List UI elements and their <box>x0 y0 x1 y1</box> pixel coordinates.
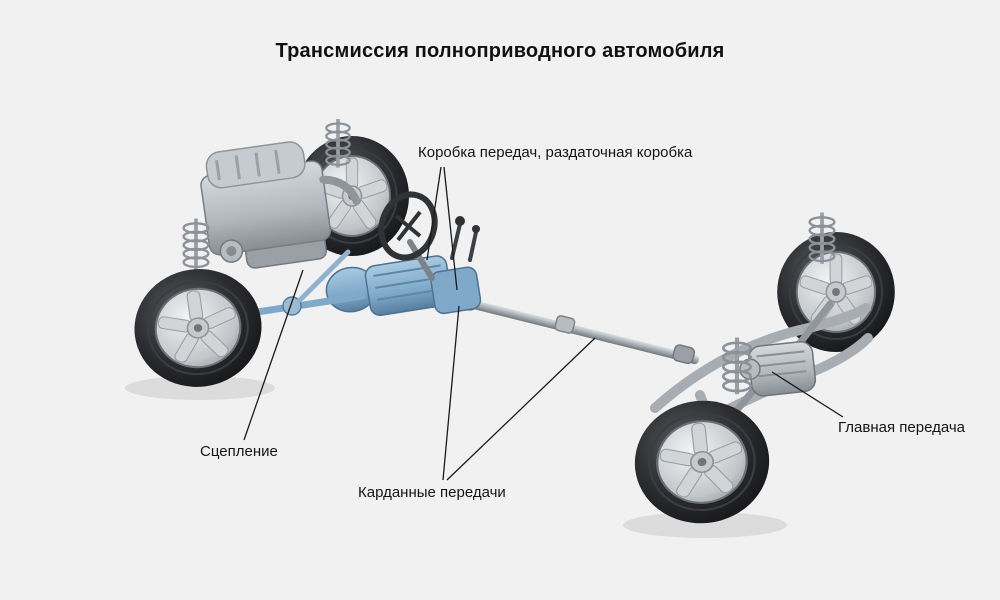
clutch-label: Сцепление <box>200 443 278 460</box>
leader-gearbox-right <box>443 166 458 291</box>
leader-final-drive <box>771 371 844 418</box>
leader-gearbox-left <box>426 166 442 261</box>
gearbox-label: Коробка передач, раздаточная коробка <box>418 144 693 161</box>
rear-wheel-shadow <box>623 512 787 538</box>
front-near-spring <box>181 216 211 272</box>
engine-block <box>200 141 361 269</box>
cardan-label: Карданные передачи <box>358 484 506 501</box>
cardan-driveshaft <box>462 295 699 365</box>
final-drive-label: Главная передача <box>838 419 966 436</box>
leader-lines <box>243 166 844 481</box>
leader-cardan-right <box>446 337 596 481</box>
rear-differential <box>739 341 817 397</box>
gear-shift-levers <box>450 216 480 262</box>
rear-near-wheel <box>627 392 777 532</box>
leader-cardan-left <box>442 305 460 481</box>
front-near-wheel <box>125 259 271 397</box>
front-wheel-shadow <box>125 376 275 400</box>
leader-clutch <box>243 269 304 441</box>
page-title: Трансмиссия полноприводного автомобиля <box>275 40 725 62</box>
steering-wheel <box>378 191 438 281</box>
